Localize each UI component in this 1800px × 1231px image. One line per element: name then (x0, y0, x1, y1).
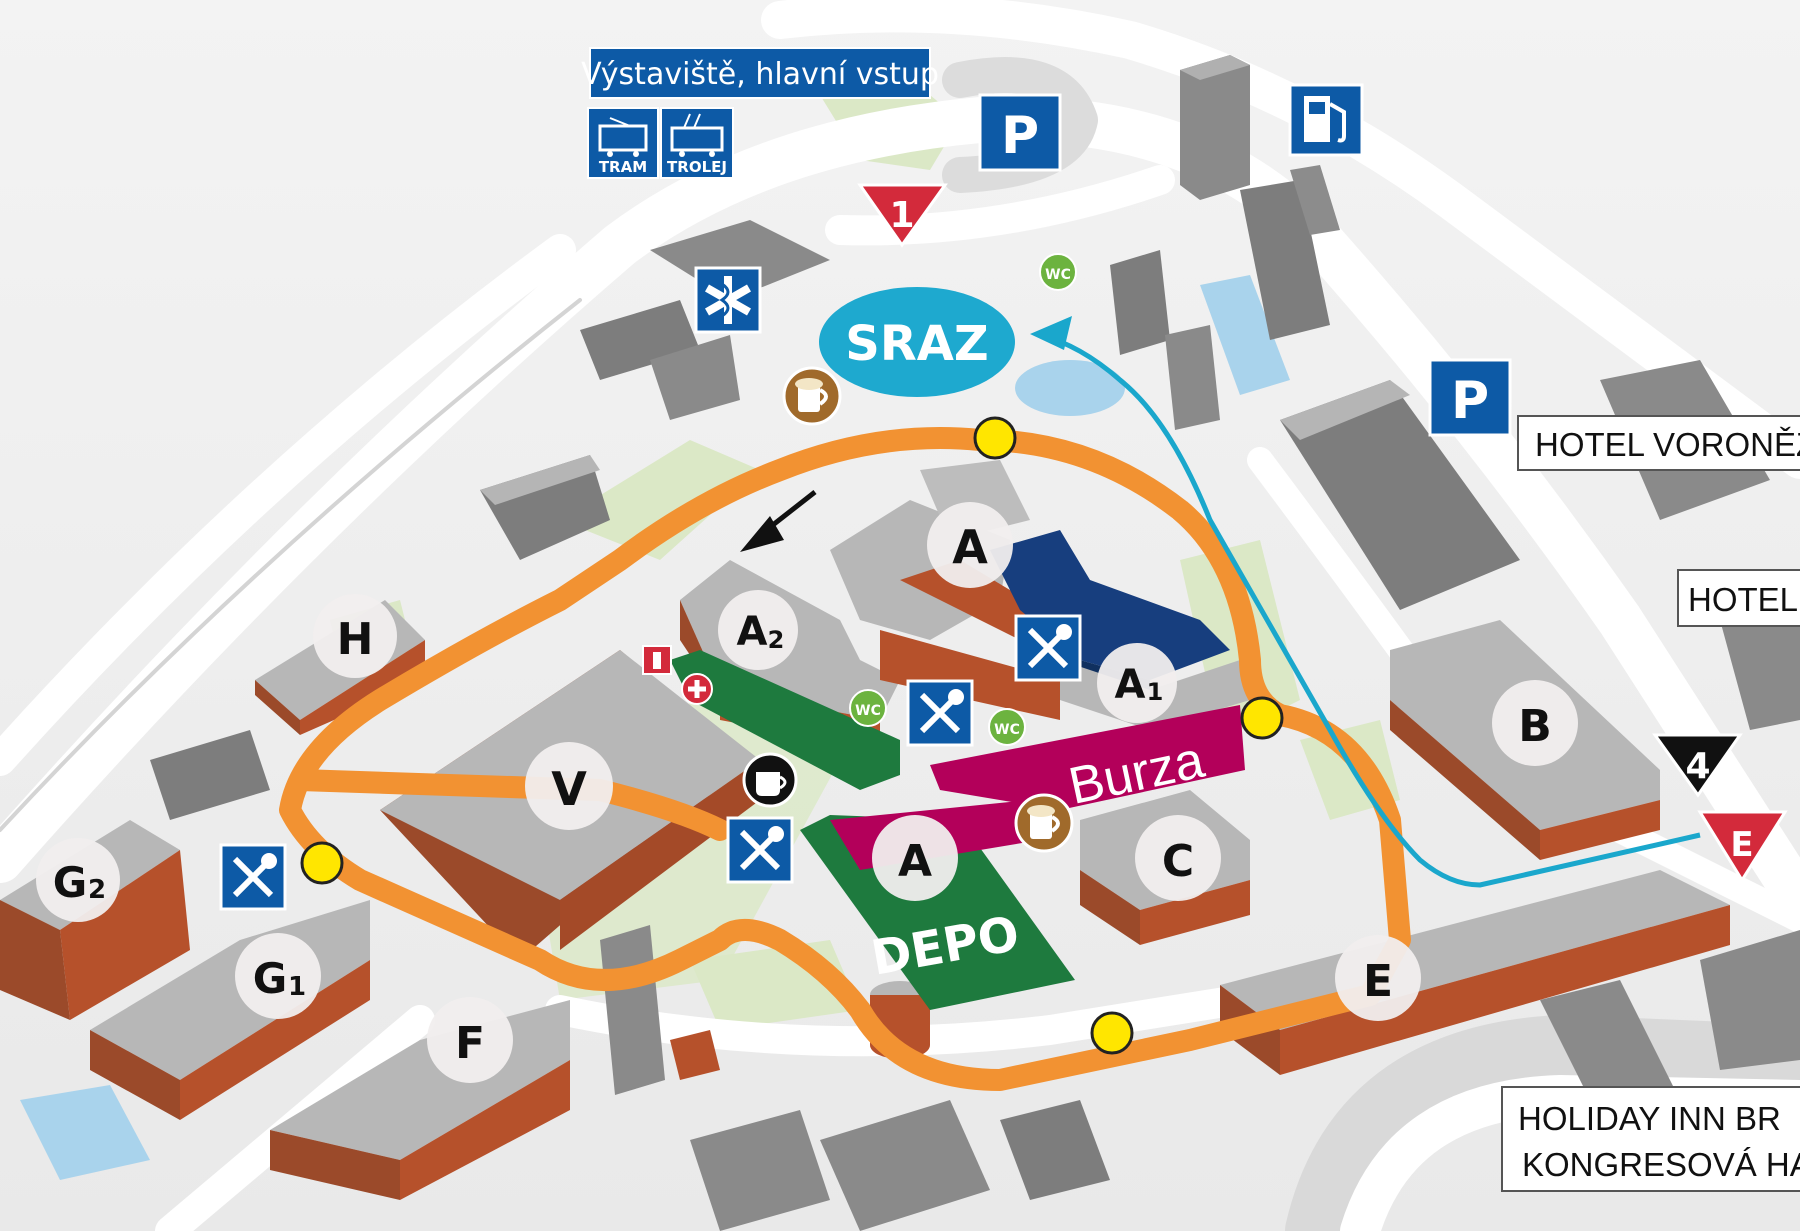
pavilion-c-label: C (1162, 836, 1194, 887)
parking-label: P (1001, 106, 1039, 166)
walk-path-arrow (1030, 316, 1072, 350)
pavilion-h-label: H (337, 614, 374, 665)
fuel-station-icon (1288, 83, 1364, 157)
gate-4-label: 4 (1685, 746, 1710, 787)
pavilion-g1-label: G (253, 954, 287, 1003)
pavilion-g2-sub: 2 (88, 875, 106, 905)
pavilion-a-label: A (952, 520, 988, 574)
parking-label: P (1451, 371, 1489, 431)
fire-extinguisher-icon (642, 645, 672, 675)
wc-icon: WC (849, 689, 887, 727)
holiday-inn-sign: HOLIDAY INN BR KONGRESOVÁ HA (1501, 1086, 1800, 1192)
pavilion-v-marker: V (525, 742, 613, 830)
route-stop (300, 841, 344, 885)
gate-1-label: 1 (889, 195, 914, 236)
walking-route (279, 427, 1411, 1091)
restaurant-icon (906, 679, 974, 747)
route-stop (1090, 1011, 1134, 1055)
coffee-icon (742, 752, 798, 808)
pavilion-a1-label: A (1115, 662, 1146, 708)
main-entrance-sign: Výstaviště, hlavní vstup (581, 47, 939, 99)
restaurant-icon (726, 816, 794, 884)
main-entrance-label: Výstaviště, hlavní vstup (581, 57, 939, 92)
sraz-label: SRAZ (845, 316, 988, 372)
water (20, 275, 1290, 1180)
gate-4-marker: 4 (1652, 733, 1743, 798)
hotel-voronez-sign: HOTEL VORONĚŽ (1517, 415, 1800, 471)
hotel-voronez-label: HOTEL VORONĚŽ (1535, 426, 1800, 463)
gate-e-marker: E (1697, 810, 1788, 883)
pavilion-h-marker: H (313, 594, 397, 678)
pavilion-c-marker: C (1135, 815, 1221, 901)
pavilion-b-label: B (1518, 701, 1552, 752)
pavilion-f-label: F (455, 1018, 485, 1069)
green-strip (670, 650, 900, 790)
pavilion-labels: A A 2 A 1 H V G 2 G 1 (36, 502, 1578, 1083)
parking-sign-right: P (1428, 358, 1512, 437)
trolleybus-icon: TROLEJ (660, 107, 734, 179)
pavilion-a2-label: A (737, 609, 768, 655)
hotel-sign: HOTEL (1677, 569, 1800, 627)
pub-icon (1014, 793, 1074, 853)
pavilion-a-marker: A (927, 502, 1013, 588)
pub-icon (782, 366, 842, 426)
sraz-meeting-point: SRAZ (819, 287, 1015, 397)
wc-label: WC (1045, 267, 1071, 283)
route-stop (1240, 696, 1284, 740)
pavilion-f-marker: F (427, 997, 513, 1083)
restaurant-icon (219, 843, 287, 911)
burza-banner: Burza (930, 705, 1245, 816)
pavilion-g1-sub: 1 (288, 972, 306, 1002)
trolleybus-label: TROLEJ (667, 158, 727, 176)
pavilion-e-marker: E (1335, 935, 1421, 1021)
pavilion-a2-sub: 2 (768, 626, 785, 654)
background-buildings (150, 55, 1800, 1231)
gate-1-marker: 1 (857, 183, 948, 248)
restaurant-icon (1014, 614, 1082, 682)
wc-label: WC (994, 722, 1020, 738)
medical-icon (694, 266, 762, 334)
pavilion-v-label: V (551, 762, 587, 816)
first-aid-icon (681, 673, 713, 705)
hotel-label: HOTEL (1688, 581, 1798, 618)
wc-icon: WC (988, 708, 1026, 746)
pavilion-g2-label: G (53, 858, 87, 907)
wc-icon: WC (1039, 253, 1077, 291)
pavilion-a1-marker: A 1 (1097, 643, 1177, 723)
tram-icon: TRAM (587, 107, 659, 179)
wc-label: WC (855, 703, 881, 719)
pavilion-g2-marker: G 2 (36, 838, 120, 922)
tram-label: TRAM (599, 158, 647, 176)
parking-sign-top: P (978, 93, 1062, 172)
gate-e-label: E (1730, 825, 1753, 865)
pavilion-a2-marker: A 2 (718, 590, 798, 670)
pavilion-a-depo-label: A (898, 836, 932, 887)
pavilion-b-marker: B (1492, 680, 1578, 766)
direction-arrow (740, 490, 817, 552)
pavilion-a1-sub: 1 (1147, 678, 1164, 706)
route-stop (973, 416, 1017, 460)
holiday-inn-label: HOLIDAY INN BR (1518, 1100, 1781, 1137)
pavilion-e-label: E (1363, 956, 1393, 1007)
walk-path-blue (1039, 332, 1701, 888)
kongresova-hala-label: KONGRESOVÁ HA (1522, 1146, 1800, 1183)
route-stops (300, 416, 1284, 1055)
pavilion-g1-marker: G 1 (235, 933, 321, 1019)
pavilion-a-depo-marker: A (872, 815, 958, 901)
